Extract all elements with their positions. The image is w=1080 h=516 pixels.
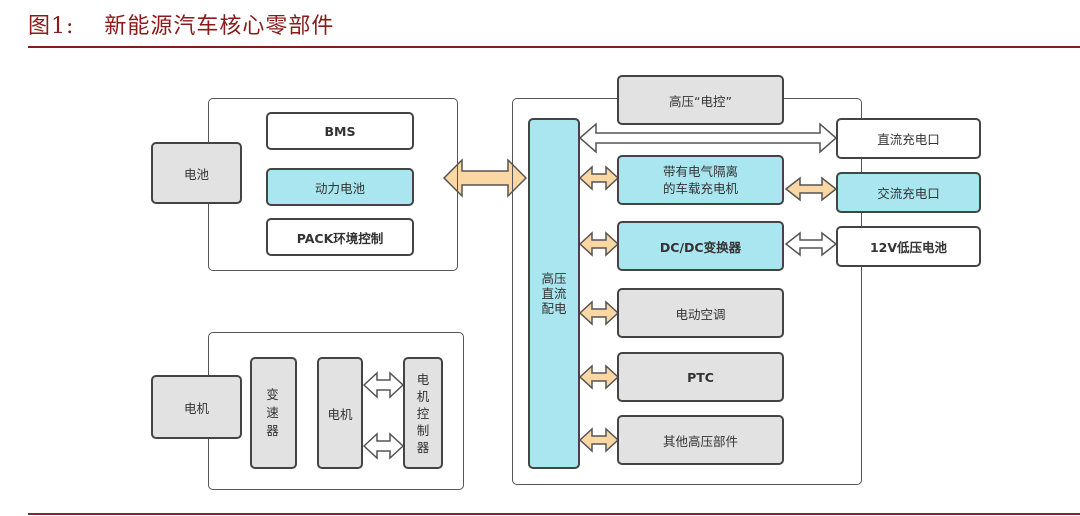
battery-hv-arrow [442,158,528,198]
ptc-box: PTC [617,352,784,402]
onboard-charger-box: 带有电气隔离 的车载充电机 [617,155,784,205]
hv-dc-distribution-label: 高压直流配电 [541,271,567,316]
figure-number: 图1: [28,14,75,39]
battery-label-box: 电池 [151,142,242,204]
electric-ac-box: 电动空调 [617,288,784,338]
onboard-charger-line1: 带有电气隔离 [662,164,738,179]
power-battery-box: 动力电池 [266,168,414,206]
bms-box: BMS [266,112,414,150]
lv-12v-battery-box: 12V低压电池 [836,226,981,267]
motor-controller-label: 电机控制器 [416,371,430,455]
figure-caption: 新能源汽车核心零部件 [104,14,335,39]
transmission-label: 变速器 [266,387,281,438]
top-divider [28,46,1080,48]
dcdc-converter-box: DC/DC变换器 [617,221,784,271]
bottom-divider [28,513,1080,515]
motor-box: 电机 [317,357,363,469]
dc-charging-port-box: 直流充电口 [836,118,981,159]
pack-env-control-box: PACK环境控制 [266,218,414,256]
motor-controller-box: 电机控制器 [403,357,443,469]
motor-label-box: 电机 [151,375,242,439]
hv-dc-distribution-box: 高压直流配电 [528,118,580,469]
transmission-box: 变速器 [250,357,297,469]
ac-charging-port-box: 交流充电口 [836,172,981,213]
figure-title: 图1: 新能源汽车核心零部件 [28,8,334,40]
onboard-charger-line2: 的车载充电机 [662,181,738,196]
other-hv-components-box: 其他高压部件 [617,415,784,465]
hv-control-label-box: 高压“电控” [617,75,784,125]
